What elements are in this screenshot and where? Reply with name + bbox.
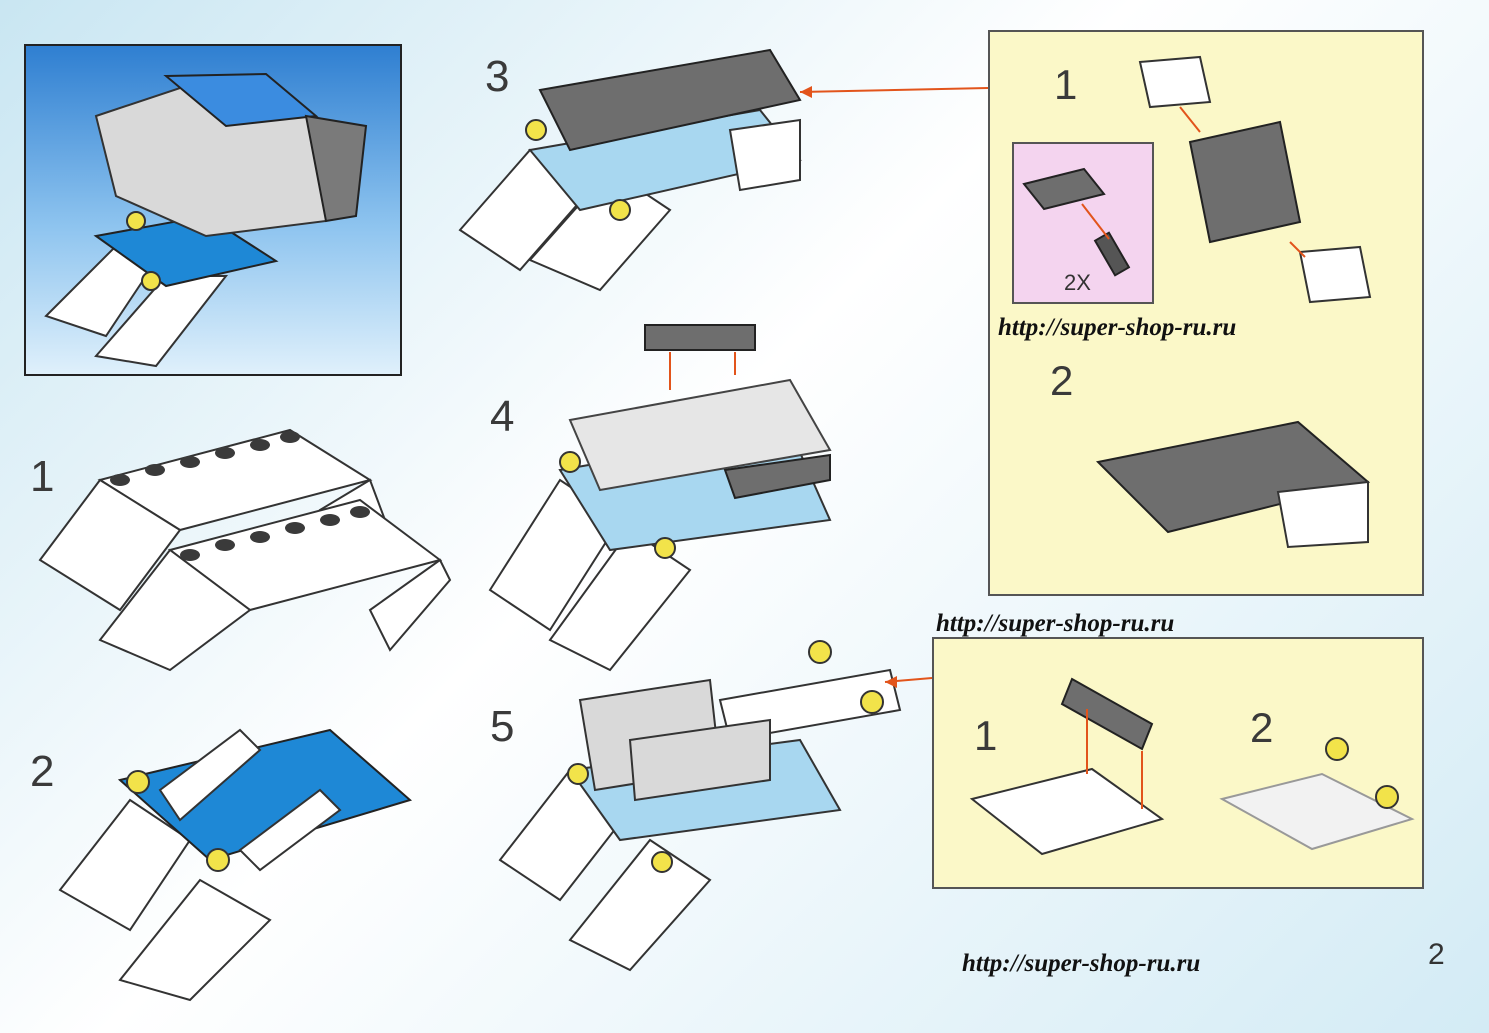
model-illustration: [44, 72, 368, 368]
page-number: 2: [1428, 938, 1445, 971]
sub-step-number-1: 1: [1054, 61, 1078, 108]
step-2-illustration: [58, 728, 413, 1002]
watermark-url-middle: http://super-shop-ru.ru: [936, 610, 1175, 637]
sub-step-1-illustration: [1138, 55, 1372, 304]
sub-step-1b-illustration: [969, 677, 1165, 856]
sub-step-number-1b: 1: [974, 712, 998, 759]
sub-step-2b-illustration: [1219, 737, 1415, 851]
step-number-3: 3: [485, 52, 510, 101]
quantity-label: 2X: [1064, 270, 1091, 295]
watermark-url-top: http://super-shop-ru.ru: [998, 314, 1237, 341]
pin-detail-panel: 2X: [1012, 142, 1154, 304]
sub-step-2-illustration: [1095, 420, 1371, 549]
step-3-illustration: [458, 48, 802, 292]
step-5-illustration: [498, 640, 902, 972]
step-number-1: 1: [30, 452, 55, 501]
step-1-illustration: [38, 428, 452, 672]
watermark-url-bottom: http://super-shop-ru.ru: [962, 950, 1201, 977]
sub-step-number-2: 2: [1050, 357, 1074, 404]
pin-plate-illustration: [1022, 167, 1131, 277]
completed-model-image: [24, 44, 402, 376]
step-4-illustration: [488, 324, 832, 672]
step-number-4: 4: [490, 392, 515, 441]
step-number-2: 2: [30, 747, 55, 796]
sub-assembly-panel-top: 1 2 2X: [988, 30, 1424, 596]
sub-assembly-panel-bottom: 1 2: [932, 637, 1424, 889]
sub-step-number-2b: 2: [1250, 704, 1274, 751]
step-number-5: 5: [490, 702, 515, 751]
